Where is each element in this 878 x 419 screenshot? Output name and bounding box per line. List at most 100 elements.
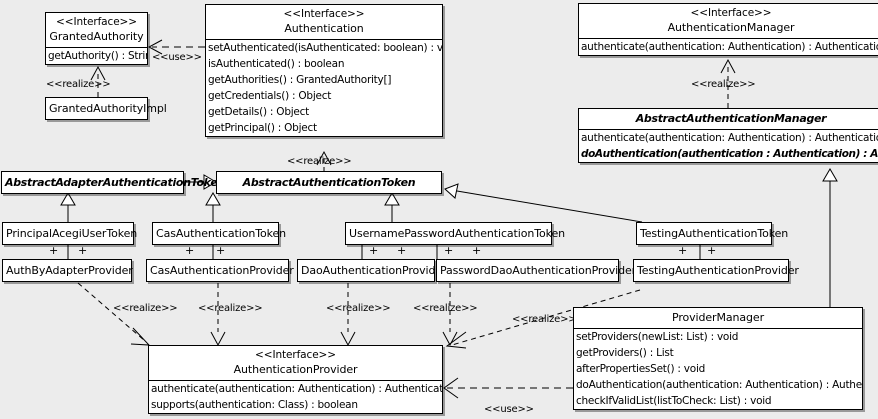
class-auth-by-adapter-provider[interactable]: AuthByAdapterProvider <box>2 259 133 282</box>
class-name-label: CasAuthenticationProvider <box>150 264 294 277</box>
operation-item: getAuthorities() : GrantedAuthority[] <box>208 74 392 86</box>
operation-item: authenticate(authentication: Authenticat… <box>581 41 878 53</box>
stereotype-label: <<Interface>> <box>56 16 137 28</box>
class-abstract-adapter-authentication-token[interactable]: AbstractAdapterAuthenticationToken <box>1 171 226 194</box>
operation-item: getPrincipal() : Object <box>208 122 317 134</box>
class-header: <<Interface>> AuthenticationManager <box>579 4 878 39</box>
class-granted-authority[interactable]: <<Interface>> GrantedAuthority getAuthor… <box>45 12 148 65</box>
assoc-end-multiplicity: + <box>444 244 454 257</box>
class-name-label: AuthenticationProvider <box>233 363 358 376</box>
operation-item: authenticate(authentication: Authenticat… <box>151 383 442 395</box>
class-name-label: AuthByAdapterProvider <box>6 264 133 277</box>
class-name-label: DaoAuthenticationProvider <box>301 264 447 277</box>
class-testing-authentication-token[interactable]: TestingAuthenticationToken <box>636 222 789 245</box>
stereotype-label: <<Interface>> <box>283 8 365 20</box>
class-header: AuthByAdapterProvider <box>3 260 133 281</box>
class-header: GrantedAuthorityImpl <box>46 98 167 119</box>
class-authentication-manager[interactable]: <<Interface>> AuthenticationManager auth… <box>578 3 878 56</box>
operation-item: afterPropertiesSet() : void <box>576 363 706 375</box>
operation-item: doAuthentication(authentication: Authent… <box>576 379 862 391</box>
assoc-end-multiplicity: + <box>78 244 88 257</box>
operation-item: authenticate(authentication: Authenticat… <box>581 132 878 144</box>
edge-label-realize-abstract-authentication-manager: <<realize>> <box>691 79 756 90</box>
class-name-label: GrantedAuthority <box>49 30 144 43</box>
class-header: CasAuthenticationProvider <box>147 260 294 281</box>
class-header: TestingAuthenticationToken <box>637 223 789 244</box>
class-name-label: GrantedAuthorityImpl <box>49 102 167 115</box>
class-header: <<Interface>> AuthenticationProvider <box>149 346 442 381</box>
edge-label-realize-dao-authentication-provider: <<realize>> <box>326 303 391 314</box>
class-principal-acegi-user-token[interactable]: PrincipalAcegiUserToken <box>2 222 138 245</box>
class-header: PasswordDaoAuthenticationProvider <box>437 260 636 281</box>
class-cas-authentication-provider[interactable]: CasAuthenticationProvider <box>146 259 294 282</box>
class-authentication-provider[interactable]: <<Interface>> AuthenticationProvider aut… <box>148 345 443 414</box>
class-header: DaoAuthenticationProvider <box>298 260 447 281</box>
class-password-dao-authentication-provider[interactable]: PasswordDaoAuthenticationProvider <box>436 259 636 282</box>
operations-compartment: setProviders(newList: List) : void getPr… <box>574 329 862 409</box>
class-name-label: TestingAuthenticationProvider <box>637 264 799 277</box>
operations-compartment: authenticate(authentication: Authenticat… <box>579 130 878 162</box>
class-header: <<Interface>> GrantedAuthority <box>46 13 147 48</box>
assoc-end-multiplicity: + <box>472 244 482 257</box>
edge-generalization-testing-authentication-token <box>444 183 643 223</box>
edge-label-use-granted-authority: <<use>> <box>152 52 202 63</box>
edge-generalization-provider-manager <box>822 168 838 307</box>
class-header: ProviderManager <box>574 308 862 329</box>
assoc-end-multiplicity: + <box>707 244 717 257</box>
edge-label-realize-granted-authority-impl: <<realize>> <box>46 79 111 90</box>
edge-label-realize-testing-authentication-provider: <<realize>> <box>512 314 577 325</box>
assoc-end-multiplicity: + <box>678 244 688 257</box>
operation-item: checkIfValidList(listToCheck: List) : vo… <box>576 395 772 407</box>
operation-item: doAuthentication(authentication : Authen… <box>581 148 878 160</box>
class-username-password-authentication-token[interactable]: UsernamePasswordAuthenticationToken <box>345 222 566 245</box>
class-name-label: CasAuthenticationToken <box>156 227 286 240</box>
edge-generalization-principal-acegi-user-token <box>60 192 76 222</box>
class-header: TestingAuthenticationProvider <box>634 260 799 281</box>
class-authentication[interactable]: <<Interface>> Authentication setAuthenti… <box>205 4 443 137</box>
class-granted-authority-impl[interactable]: GrantedAuthorityImpl <box>45 97 167 120</box>
class-dao-authentication-provider[interactable]: DaoAuthenticationProvider <box>297 259 447 282</box>
class-name-label: PrincipalAcegiUserToken <box>6 227 138 240</box>
class-header: AbstractAuthenticationManager <box>579 109 878 130</box>
class-name-label: AuthenticationManager <box>667 21 795 34</box>
assoc-end-multiplicity: + <box>369 244 379 257</box>
class-provider-manager[interactable]: ProviderManager setProviders(newList: Li… <box>573 307 863 410</box>
class-name-label: TestingAuthenticationToken <box>640 227 789 240</box>
operation-item: setProviders(newList: List) : void <box>576 331 739 343</box>
operations-compartment: getAuthority() : String <box>46 48 147 64</box>
class-header: CasAuthenticationToken <box>153 223 286 244</box>
operation-item: getCredentials() : Object <box>208 90 332 102</box>
operations-compartment: authenticate(authentication: Authenticat… <box>579 39 878 55</box>
class-name-label: AbstractAdapterAuthenticationToken <box>5 176 226 189</box>
class-name-label: UsernamePasswordAuthenticationToken <box>349 227 566 240</box>
edge-generalization-cas-authentication-token <box>205 192 221 222</box>
operation-item: setAuthenticated(isAuthenticated: boolea… <box>208 42 442 54</box>
class-header: UsernamePasswordAuthenticationToken <box>346 223 566 244</box>
class-name-label: AbstractAuthenticationToken <box>242 176 416 189</box>
assoc-end-multiplicity: + <box>216 244 226 257</box>
edge-generalization-username-password-token <box>384 192 400 222</box>
edge-label-realize-password-dao-authentication-provider: <<realize>> <box>413 303 478 314</box>
edge-label-realize-cas-authentication-provider: <<realize>> <box>198 303 263 314</box>
operation-item: getProviders() : List <box>576 347 674 359</box>
class-abstract-authentication-token[interactable]: AbstractAuthenticationToken <box>216 171 442 194</box>
class-name-label: Authentication <box>284 22 364 35</box>
class-testing-authentication-provider[interactable]: TestingAuthenticationProvider <box>633 259 799 282</box>
assoc-end-multiplicity: + <box>49 244 59 257</box>
class-header: AbstractAuthenticationToken <box>217 172 441 193</box>
edge-label-use-provider-manager: <<use>> <box>484 404 534 415</box>
class-cas-authentication-token[interactable]: CasAuthenticationToken <box>152 222 286 245</box>
assoc-end-multiplicity: + <box>397 244 407 257</box>
class-abstract-authentication-manager[interactable]: AbstractAuthenticationManager authentica… <box>578 108 878 163</box>
class-header: AbstractAdapterAuthenticationToken <box>2 172 226 193</box>
operation-item: supports(authentication: Class) : boolea… <box>151 399 358 411</box>
operation-item: getDetails() : Object <box>208 106 309 118</box>
stereotype-label: <<Interface>> <box>690 7 772 19</box>
edge-label-realize-abstract-authentication-token: <<realize>> <box>287 156 352 167</box>
class-header: <<Interface>> Authentication <box>206 5 442 40</box>
class-header: PrincipalAcegiUserToken <box>3 223 138 244</box>
operation-item: isAuthenticated() : boolean <box>208 58 345 70</box>
operations-compartment: authenticate(authentication: Authenticat… <box>149 381 442 413</box>
operation-item: getAuthority() : String <box>48 50 147 62</box>
